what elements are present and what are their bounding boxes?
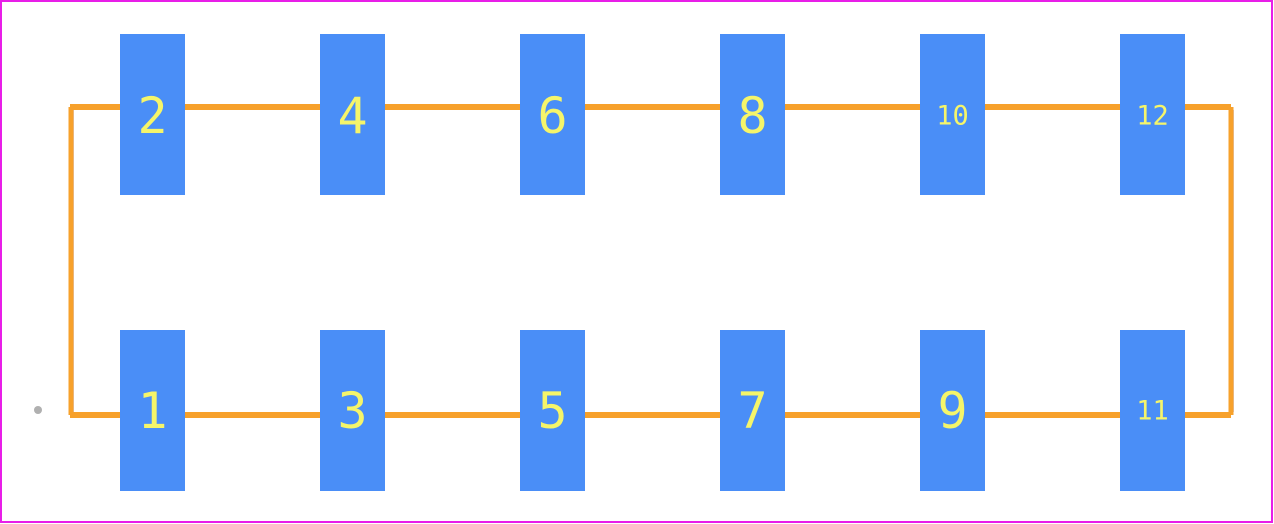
pads-group: 2 4 6 8 10 12 1 3 5 7 9 11 <box>120 34 1185 491</box>
pad-9[interactable] <box>920 330 985 491</box>
silkscreen-outline <box>68 104 1234 418</box>
pad-5[interactable] <box>520 330 585 491</box>
pad-11[interactable] <box>1120 330 1185 491</box>
pad-12[interactable] <box>1120 34 1185 195</box>
pad-1[interactable] <box>120 330 185 491</box>
pad-label-7: 7 <box>737 382 767 440</box>
pad-label-12: 12 <box>1136 101 1169 132</box>
pad-label-5: 5 <box>537 382 567 440</box>
pad-label-6: 6 <box>537 87 567 145</box>
pad-label-8: 8 <box>737 87 767 145</box>
pad-2[interactable] <box>120 34 185 195</box>
pad-7[interactable] <box>720 330 785 491</box>
pad-8[interactable] <box>720 34 785 195</box>
pad-3[interactable] <box>320 330 385 491</box>
pad-label-10: 10 <box>936 101 969 132</box>
pad-label-11: 11 <box>1136 396 1169 427</box>
pad-label-2: 2 <box>137 87 167 145</box>
pad-4[interactable] <box>320 34 385 195</box>
pad-6[interactable] <box>520 34 585 195</box>
pad-label-9: 9 <box>937 382 967 440</box>
pad-label-1: 1 <box>137 382 167 440</box>
pad-label-3: 3 <box>337 382 367 440</box>
pad-label-4: 4 <box>337 87 367 145</box>
pad-10[interactable] <box>920 34 985 195</box>
origin-marker <box>34 406 42 414</box>
